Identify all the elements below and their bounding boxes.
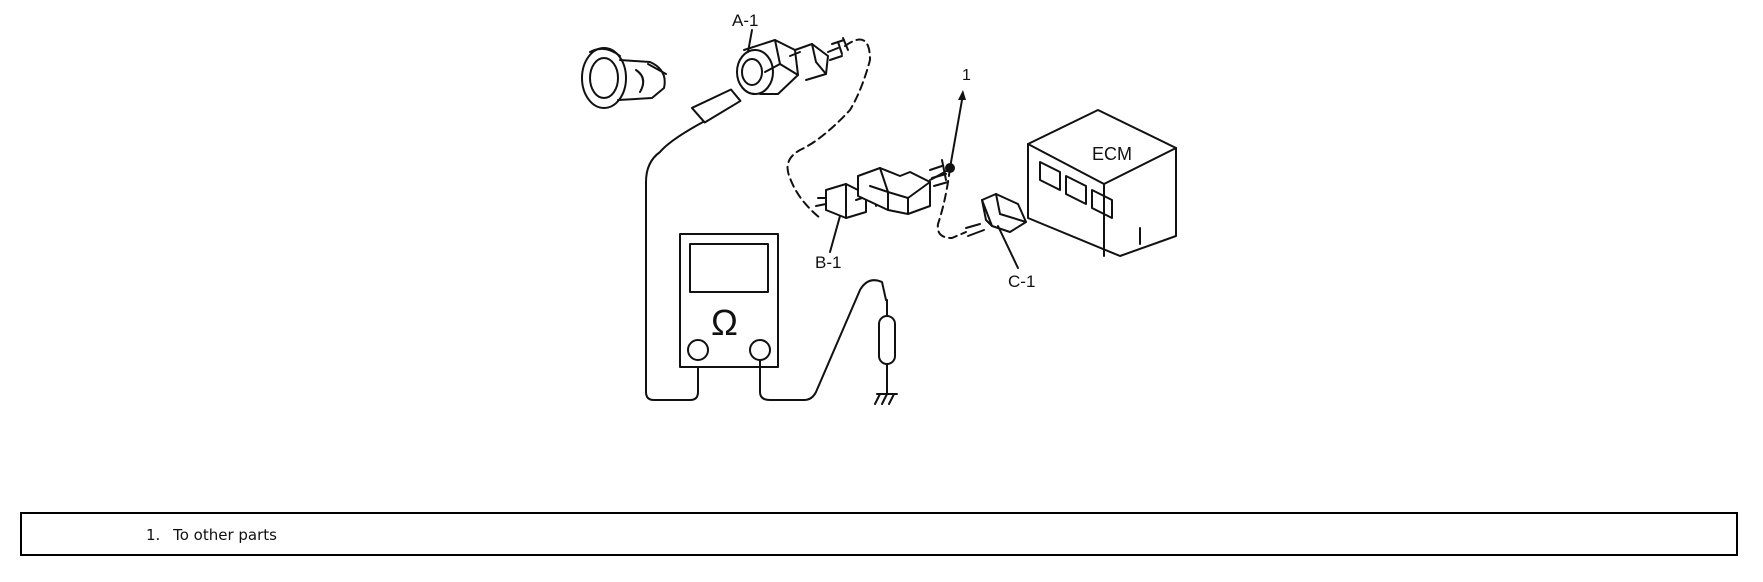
legend-box: 1. To other parts bbox=[20, 512, 1738, 556]
label-a1: A-1 bbox=[732, 11, 758, 30]
connector-b1-mate bbox=[857, 159, 949, 215]
callout-arrow-head bbox=[958, 90, 966, 100]
label-c1: C-1 bbox=[1008, 272, 1035, 291]
multimeter bbox=[679, 233, 779, 368]
leader-c1 bbox=[997, 225, 1019, 269]
harness-wire-c1 bbox=[936, 167, 967, 239]
splice-point bbox=[945, 163, 955, 173]
ground-probe-lead bbox=[759, 279, 898, 405]
harness-wire-a1-b1 bbox=[786, 38, 871, 219]
sensor-component bbox=[581, 47, 667, 109]
legend-item: 1. To other parts bbox=[146, 526, 277, 544]
wiring-diagram: A-1 B-1 C-1 1 ECM Ω bbox=[581, 11, 1177, 405]
ohm-symbol: Ω bbox=[711, 302, 738, 343]
probe-lead-left bbox=[645, 88, 742, 401]
label-callout-1: 1 bbox=[962, 67, 971, 84]
leader-a1 bbox=[747, 29, 753, 53]
label-b1: B-1 bbox=[815, 253, 841, 272]
connector-c1 bbox=[965, 193, 1027, 237]
callout-arrow-line bbox=[949, 99, 963, 169]
legend-item-text: To other parts bbox=[173, 526, 277, 544]
leader-b1 bbox=[829, 215, 841, 253]
legend-item-number: 1. bbox=[146, 526, 161, 544]
ecm-unit bbox=[1027, 109, 1177, 257]
label-ecm: ECM bbox=[1092, 144, 1132, 164]
connector-a1 bbox=[736, 37, 849, 95]
